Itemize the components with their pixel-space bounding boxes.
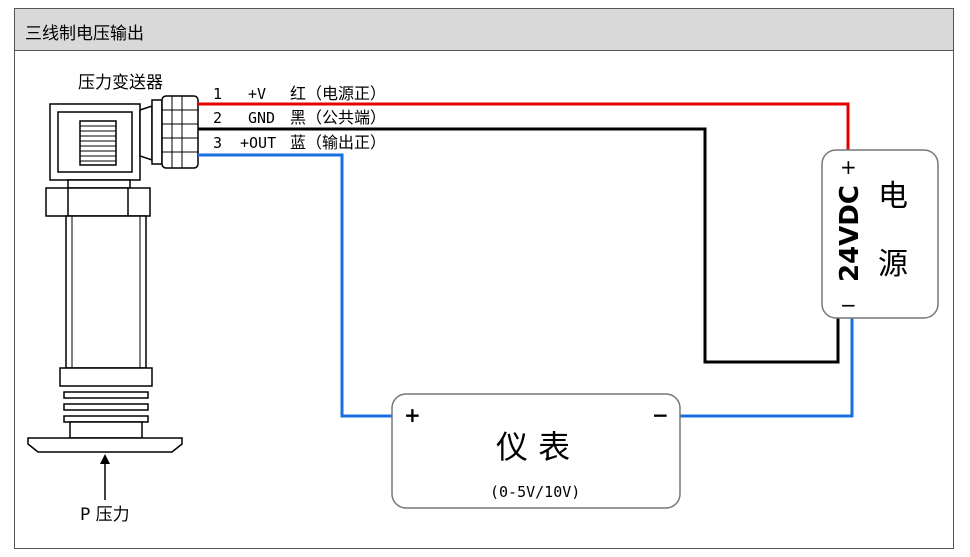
power-plus: +	[840, 155, 857, 179]
svg-text:蓝（输出正）: 蓝（输出正）	[290, 133, 386, 152]
wire-label-1: 1 +V 红（电源正）	[213, 84, 386, 103]
svg-text:1: 1	[213, 85, 222, 103]
sensor-label: 压力变送器	[78, 73, 163, 93]
meter-name: 仪 表	[496, 428, 570, 466]
title-bar: 三线制电压输出	[15, 9, 953, 51]
pressure-arrow	[100, 454, 110, 500]
wire-black	[198, 127, 840, 364]
power-name-bottom: 源	[878, 247, 908, 282]
svg-text:3: 3	[213, 134, 222, 152]
wire-red	[198, 102, 850, 150]
svg-text:+OUT: +OUT	[240, 134, 276, 152]
svg-text:+V: +V	[248, 85, 266, 103]
wire-label-3: 3 +OUT 蓝（输出正）	[213, 133, 386, 152]
wire-blue-return	[680, 318, 854, 418]
pressure-label: P 压力	[80, 505, 130, 525]
meter-minus: −	[652, 403, 669, 427]
svg-text:红（电源正）: 红（电源正）	[290, 84, 386, 103]
wire-blue	[198, 153, 392, 418]
meter-plus: +	[404, 403, 421, 427]
power-minus: −	[840, 293, 857, 317]
svg-text:黑（公共端）: 黑（公共端）	[290, 108, 386, 127]
svg-text:2: 2	[213, 109, 222, 127]
meter: + − 仪 表 (0-5V/10V)	[391, 393, 681, 509]
svg-text:GND: GND	[248, 109, 275, 127]
power-voltage: 24VDC	[835, 185, 865, 282]
pressure-transmitter	[27, 95, 199, 453]
power-name-top: 电	[878, 179, 908, 214]
meter-range: (0-5V/10V)	[490, 483, 580, 501]
wire-label-2: 2 GND 黑（公共端）	[213, 108, 386, 127]
power-supply: + − 24VDC 电 源	[821, 149, 939, 319]
page-title: 三线制电压输出	[25, 24, 144, 44]
